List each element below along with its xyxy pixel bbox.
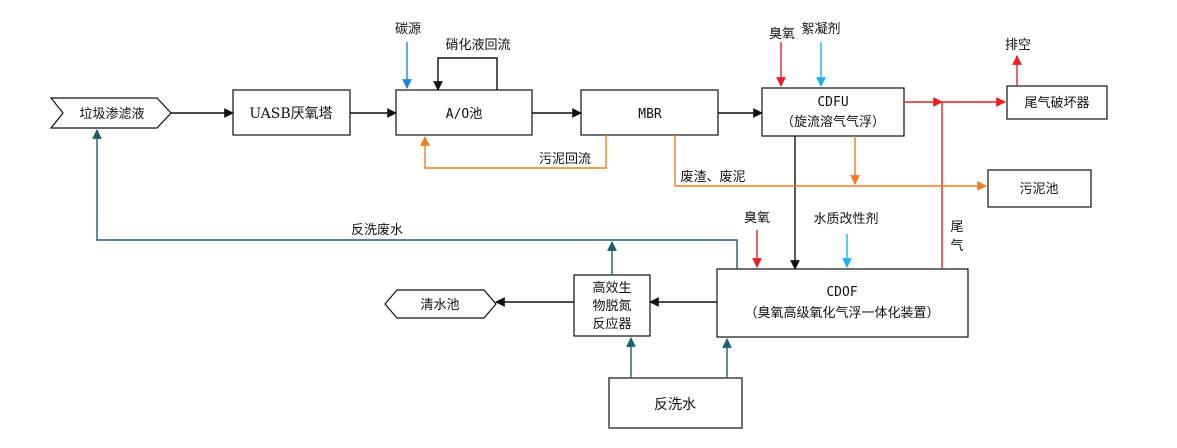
flow-labels: 碳源 硝化液回流 臭氧 絮凝剂 排空 污泥回流 废渣、废泥 臭氧 水质改性剂 尾… — [351, 21, 1031, 254]
node-cdof-label-1: CDOF — [826, 285, 857, 300]
backwash-arrows — [92, 129, 738, 378]
node-ao-tank-label: A/O池 — [446, 107, 482, 122]
dosing-arrows — [402, 42, 852, 268]
node-uasb-label: UASB厌氧塔 — [249, 106, 332, 122]
label-carbon-source: 碳源 — [395, 22, 421, 37]
label-sludge-reflux: 污泥回流 — [539, 152, 591, 167]
node-sludge-pool-label: 污泥池 — [1019, 182, 1058, 197]
node-cdof: CDOF （臭氧高级氧化气浮一体化装置） — [716, 268, 969, 338]
ozone-tail-gas-arrows — [752, 42, 1022, 269]
label-water-modifier: 水质改性剂 — [813, 212, 878, 227]
label-waste-residue: 废渣、废泥 — [680, 169, 745, 185]
node-backwash-water: 反洗水 — [608, 377, 743, 429]
node-clear-water-pool: 清水池 — [384, 289, 497, 319]
node-bio-denitrification: 高效生 物脱氮 反应器 — [573, 274, 651, 337]
label-ozone-top: 臭氧 — [769, 27, 795, 42]
node-cdof-label-2: （臭氧高级氧化气浮一体化装置） — [744, 305, 939, 321]
label-exhaust: 排空 — [1005, 38, 1031, 53]
label-ozone-mid: 臭氧 — [744, 211, 770, 226]
node-bio-label-1: 高效生 — [592, 280, 631, 296]
node-backwash-water-label: 反洗水 — [654, 397, 696, 413]
node-sludge-pool: 污泥池 — [987, 169, 1092, 208]
main-flow-arrows — [171, 57, 800, 307]
node-bio-label-3: 反应器 — [592, 316, 631, 332]
node-clear-water-pool-label: 清水池 — [420, 298, 459, 313]
node-mbr-label: MBR — [638, 107, 662, 122]
label-flocculant: 絮凝剂 — [801, 21, 840, 37]
node-landfill-leachate: 垃圾渗滤液 — [49, 97, 172, 129]
node-ao-tank: A/O池 — [395, 89, 533, 136]
node-cdfu-label-1: CDFU — [817, 95, 848, 110]
label-tail-gas-2: 气 — [950, 238, 963, 254]
label-backwash-waste-water: 反洗废水 — [351, 222, 403, 238]
node-cdfu-label-2: （旋流溶气气浮） — [781, 114, 885, 130]
node-bio-label-2: 物脱氮 — [592, 299, 631, 314]
node-landfill-leachate-label: 垃圾渗滤液 — [79, 107, 144, 122]
node-mbr: MBR — [580, 89, 719, 136]
node-tail-gas-destroyer-label: 尾气破坏器 — [1024, 95, 1089, 111]
label-tail-gas-1: 尾 — [950, 220, 963, 235]
node-cdfu: CDFU （旋流溶气气浮） — [761, 87, 905, 137]
node-uasb: UASB厌氧塔 — [232, 89, 351, 136]
sludge-arrows — [420, 135, 987, 191]
node-tail-gas-destroyer: 尾气破坏器 — [1006, 85, 1108, 120]
label-nitrate-reflux: 硝化液回流 — [445, 38, 510, 53]
